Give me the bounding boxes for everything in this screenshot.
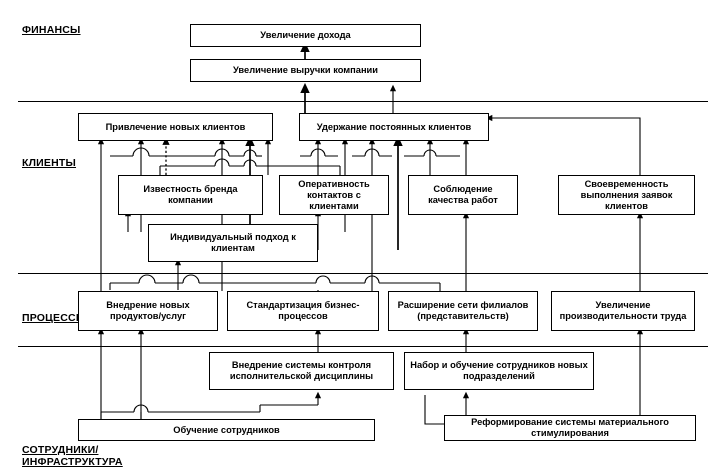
- node-uderzhanie-postoyannyh-klientov[interactable]: Удержание постоянных клиентов: [299, 113, 489, 141]
- node-label: Привлечение новых клиентов: [105, 121, 246, 132]
- node-label: Стандартизация бизнес- процессов: [246, 300, 360, 321]
- node-label: Соблюдение качества работ: [428, 184, 498, 205]
- perspective-label-finance: ФИНАНСЫ: [22, 24, 81, 36]
- node-standartizaciya-biznes-processov[interactable]: Стандартизация бизнес- процессов: [227, 291, 379, 331]
- node-svoevremennost-vypolneniya-zayavok[interactable]: Своевременность выполнения заявок клиент…: [558, 175, 695, 215]
- divider-finance-clients: [18, 101, 708, 102]
- node-label: Увеличение выручки компании: [233, 65, 378, 75]
- node-individualnyy-podhod[interactable]: Индивидуальный подход к клиентам: [148, 224, 318, 262]
- node-obuchenie-sotrudnikov[interactable]: Обучение сотрудников: [78, 419, 375, 441]
- divider-processes-staff: [18, 346, 708, 347]
- node-label: Расширение сети филиалов (представительс…: [397, 300, 529, 321]
- node-label: Реформирование системы материального сти…: [471, 417, 669, 438]
- node-uvelichenie-dohoda[interactable]: Увеличение дохода: [190, 24, 421, 47]
- node-uvelichenie-vyruchki[interactable]: Увеличение выручки компании: [190, 59, 421, 82]
- node-label: Набор и обучение сотрудников новых подра…: [410, 360, 588, 381]
- node-operativnost-kontaktov[interactable]: Оперативность контактов с клиентами: [279, 175, 389, 215]
- node-vnedrenie-sistemy-kontrolya[interactable]: Внедрение системы контроля исполнительск…: [209, 352, 394, 390]
- node-izvestnost-brenda[interactable]: Известность бренда компании: [118, 175, 263, 215]
- node-label: Известность бренда компании: [143, 184, 238, 205]
- node-nabor-i-obuchenie-sotrudnikov[interactable]: Набор и обучение сотрудников новых подра…: [404, 352, 594, 390]
- node-label: Своевременность выполнения заявок клиент…: [580, 178, 673, 211]
- divider-clients-processes: [18, 273, 708, 274]
- node-label: Внедрение новых продуктов/услуг: [106, 300, 190, 321]
- node-label: Увеличение дохода: [260, 30, 351, 40]
- node-soblyudenie-kachestva-rabot[interactable]: Соблюдение качества работ: [408, 175, 518, 215]
- node-label: Внедрение системы контроля исполнительск…: [229, 360, 374, 381]
- node-reformirovanie-sistemy-stimulirovaniya[interactable]: Реформирование системы материального сти…: [444, 415, 696, 441]
- node-label: Удержание постоянных клиентов: [316, 121, 472, 132]
- node-vnedrenie-novyh-produktov[interactable]: Внедрение новых продуктов/услуг: [78, 291, 218, 331]
- node-label: Оперативность контактов с клиентами: [298, 178, 370, 211]
- node-rasshirenie-seti-filialov[interactable]: Расширение сети филиалов (представительс…: [388, 291, 538, 331]
- node-label: Индивидуальный подход к клиентам: [170, 232, 296, 253]
- perspective-label-staff: СОТРУДНИКИ/ ИНФРАСТРУКТУРА: [22, 444, 123, 468]
- node-uvelichenie-proizvoditelnosti[interactable]: Увеличение производительности труда: [551, 291, 695, 331]
- node-label: Увеличение производительности труда: [559, 300, 687, 321]
- perspective-label-clients: КЛИЕНТЫ: [22, 157, 77, 169]
- node-label: Обучение сотрудников: [173, 424, 280, 435]
- perspective-label-processes: ПРОЦЕССЫ: [22, 312, 87, 324]
- node-privlechenie-novyh-klientov[interactable]: Привлечение новых клиентов: [78, 113, 273, 141]
